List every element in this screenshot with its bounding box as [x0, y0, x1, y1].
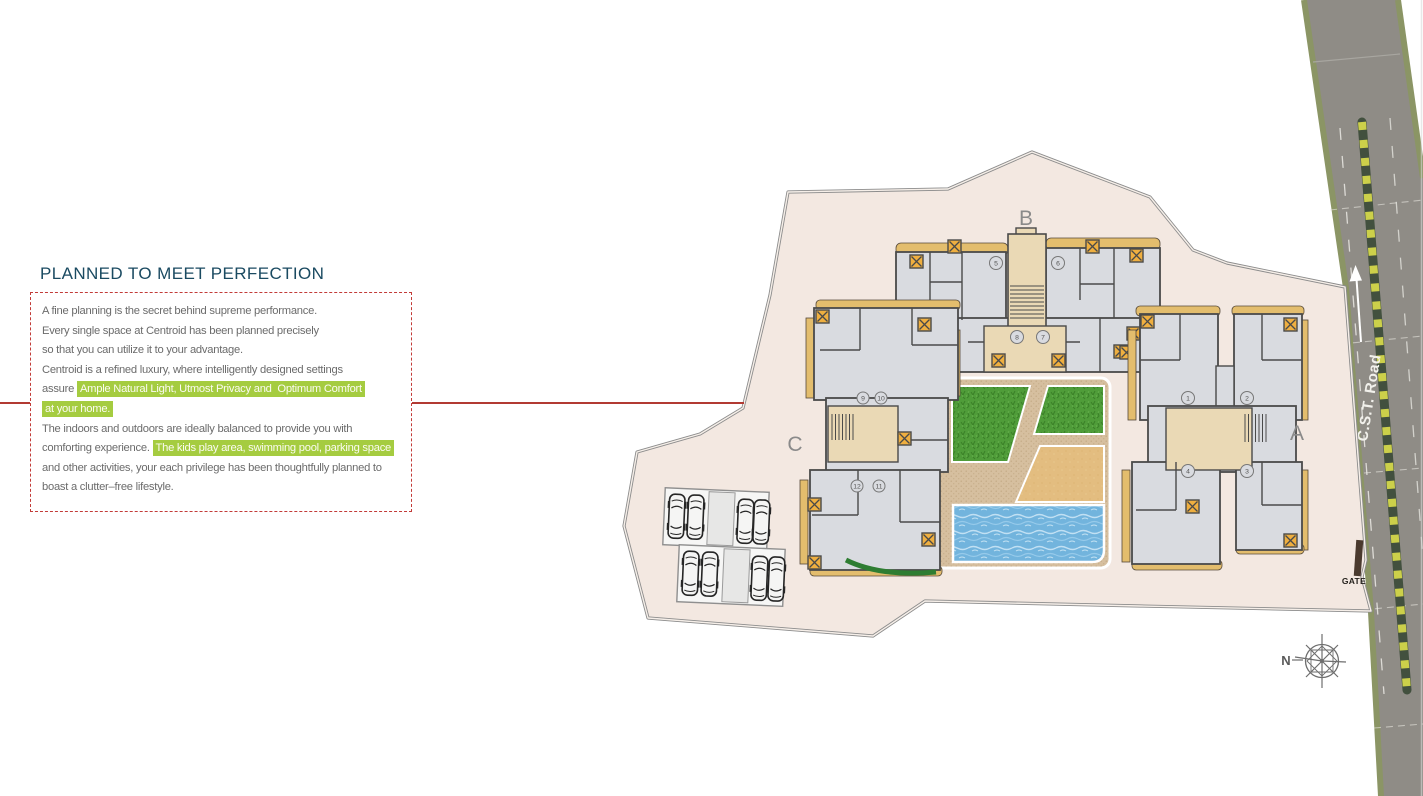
building-a-label: A: [1290, 422, 1304, 445]
parking-slab: [676, 544, 788, 608]
gate-label: GATE: [1342, 576, 1366, 586]
unit-number-badge: 6: [1051, 256, 1065, 270]
paragraph-line: Centroid is a refined luxury, where inte…: [42, 363, 343, 376]
stairs-icon: [1010, 285, 1044, 319]
page-title: PLANNED TO MEET PERFECTION: [40, 264, 325, 283]
svg-text:11: 11: [875, 484, 882, 491]
paragraph-line: The indoors and outdoors are ideally bal…: [42, 422, 353, 435]
unit-number-badge: 2: [1240, 391, 1254, 405]
paragraph-line: boast a clutter–free lifestyle.: [42, 481, 174, 494]
compass-rose-icon: [1292, 634, 1347, 688]
paragraph-line: comforting experience. The kids play are…: [42, 439, 411, 459]
direction-arrow-icon: [1349, 265, 1362, 343]
paragraph-line: and other activities, your each privileg…: [42, 461, 382, 474]
highlight-text: The kids play area, swimming pool, parki…: [152, 440, 395, 457]
svg-text:1: 1: [1186, 396, 1190, 403]
paragraph-line: A fine planning is the secret behind sup…: [42, 305, 317, 317]
svg-text:12: 12: [853, 484, 861, 491]
unit-number-badge: 8: [1010, 330, 1024, 344]
unit-number-badge: 5: [989, 256, 1003, 270]
highlight-text: at your home.: [42, 400, 114, 417]
swimming-pool: [951, 503, 1106, 564]
building-b-label: B: [1019, 207, 1033, 230]
description-box: A fine planning is the secret behind sup…: [30, 292, 412, 512]
paragraph-line: Every single space at Centroid has been …: [42, 324, 319, 337]
gate: GATE: [1342, 539, 1366, 586]
unit-number-badge: 1: [1181, 391, 1195, 405]
road-edge-green: [1395, 0, 1423, 179]
paragraph-line: assure Ample Natural Light, Utmost Priva…: [42, 380, 411, 400]
unit-number-badge: 12: [850, 479, 864, 493]
svg-text:8: 8: [1015, 335, 1019, 342]
paragraph-line: at your home.: [42, 400, 411, 420]
lane-line: [1339, 127, 1385, 695]
unit-number-badge: 4: [1181, 464, 1195, 478]
parking-slab: [662, 487, 773, 550]
svg-text:10: 10: [877, 396, 885, 403]
stairs-icon: [831, 414, 854, 440]
svg-text:4: 4: [1186, 469, 1190, 476]
lane-line: [1389, 117, 1423, 561]
kids-play-area: [1014, 445, 1105, 503]
building-c: 9 10 12 11: [799, 299, 961, 577]
svg-text:6: 6: [1056, 261, 1060, 268]
interior-walls: [1136, 314, 1302, 511]
hedge: [844, 557, 937, 576]
building-a: 1 2 4 3: [1121, 305, 1309, 571]
north-label: N: [1281, 653, 1290, 668]
svg-text:9: 9: [861, 396, 865, 403]
svg-text:2: 2: [1245, 396, 1249, 403]
stairs-icon: [1244, 414, 1267, 442]
lawn: [951, 385, 1032, 463]
interior-walls: [812, 308, 958, 523]
svg-text:3: 3: [1245, 469, 1249, 476]
svg-text:5: 5: [994, 261, 998, 268]
svg-text:7: 7: [1041, 335, 1045, 342]
unit-number-badge: 9: [856, 391, 870, 405]
lawn: [1032, 385, 1105, 435]
amenity-area: [926, 376, 1112, 570]
unit-number-badge: 11: [872, 479, 886, 493]
paragraph-line: so that you can utilize it to your advan…: [42, 344, 243, 357]
unit-number-badge: 7: [1036, 330, 1050, 344]
unit-number-badge: 3: [1240, 464, 1254, 478]
road: C.S.T. Road: [1301, 0, 1423, 796]
median-divider: [1357, 117, 1412, 695]
building-c-label: C: [787, 433, 802, 456]
unit-number-badge: 10: [874, 391, 888, 405]
highlight-text: Ample Natural Light, Utmost Privacy and …: [76, 381, 365, 398]
